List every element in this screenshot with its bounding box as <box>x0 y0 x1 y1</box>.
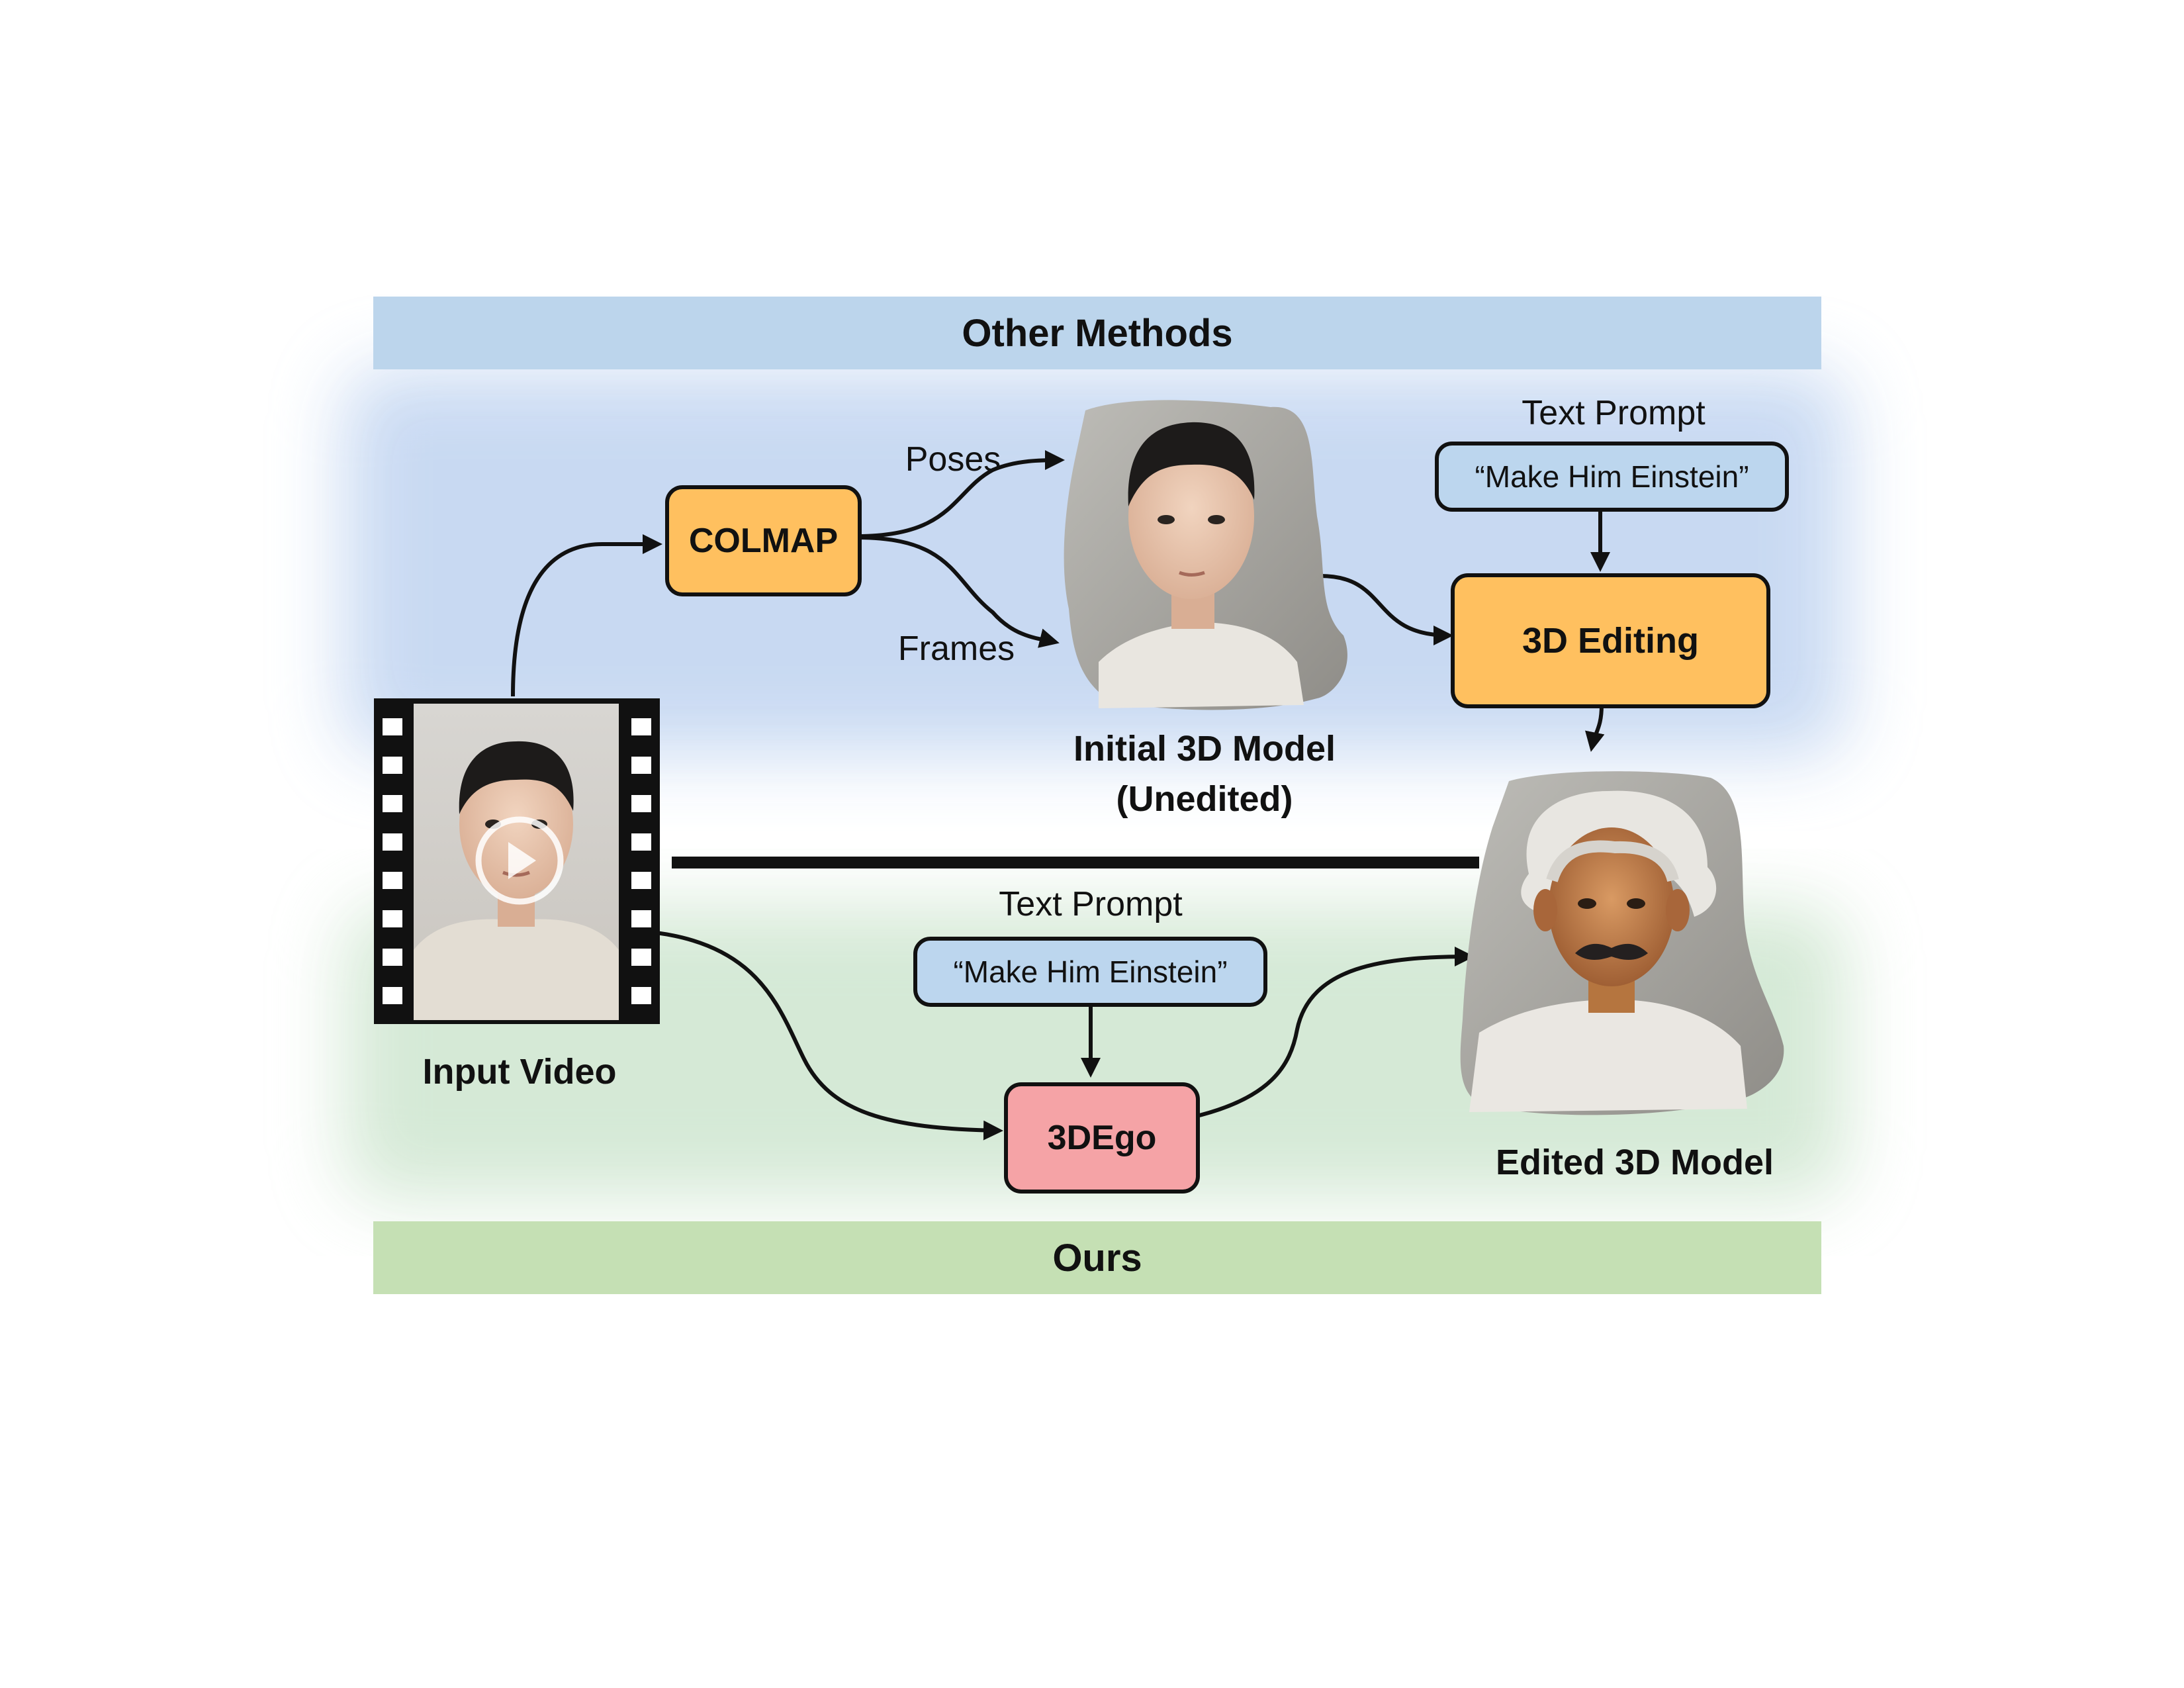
connectors <box>511 450 1610 1141</box>
initial-3d-model-caption: Initial 3D Model (Unedited) <box>1032 724 1377 824</box>
face <box>1128 434 1254 599</box>
colmap-node: COLMAP <box>665 485 862 596</box>
arrow-3dego-to-edited <box>1191 947 1475 1119</box>
bottom-text-prompt-box: “Make Him Einstein” <box>913 937 1267 1007</box>
other-methods-banner: Other Methods <box>373 297 1821 369</box>
ours-banner: Ours <box>373 1221 1821 1294</box>
arrow-video-to-3dego <box>612 928 1003 1141</box>
edited-3d-model-image <box>1460 771 1784 1115</box>
arrow-editing-to-edited <box>1585 704 1605 752</box>
input-video-caption: Input Video <box>422 1052 617 1092</box>
frames-edge-label: Frames <box>897 630 1015 668</box>
arrow-video-to-colmap <box>511 534 662 697</box>
mustache <box>1575 943 1648 960</box>
initial-caption-line-1: Initial 3D Model <box>1073 729 1336 769</box>
initial-caption-line-2: (Unedited) <box>1116 779 1293 819</box>
top-text-prompt-title: Text Prompt <box>1522 394 1706 432</box>
edited-3d-model-caption: Edited 3D Model <box>1495 1143 1774 1182</box>
initial-3d-model-image <box>1064 400 1347 710</box>
sprocket-holes <box>383 718 651 1004</box>
arrow-initial-to-editing <box>1320 574 1453 645</box>
play-circle-icon <box>475 816 564 905</box>
arrow-colmap-poses <box>856 450 1065 538</box>
edited-face <box>1549 827 1674 986</box>
poses-edge-label: Poses <box>905 440 1001 479</box>
3d-editing-node: 3D Editing <box>1451 573 1770 708</box>
person-in-video <box>414 741 619 1020</box>
3dego-node: 3DEgo <box>1004 1082 1200 1194</box>
bottom-text-prompt-title: Text Prompt <box>999 885 1183 923</box>
input-video-thumbnail <box>374 698 660 1024</box>
arrow-colmap-frames <box>856 536 1060 648</box>
top-text-prompt-box: “Make Him Einstein” <box>1435 442 1789 512</box>
